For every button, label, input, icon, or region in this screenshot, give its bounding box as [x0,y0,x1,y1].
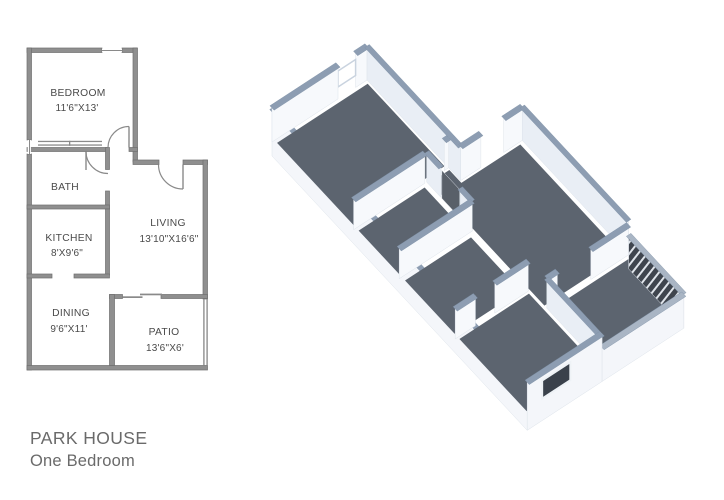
plan-wall [26,47,103,53]
wall-cap [626,233,687,296]
plan-wall [73,273,110,279]
room-labels: BEDROOM 11'6"X13' BATH KITCHEN 8'X9'6" L… [45,88,198,354]
floor-kitchen [405,237,521,334]
wall-cap [492,258,531,286]
room-label-living: LIVING [150,218,186,229]
room-dims-living: 13'10"X16'6" [140,234,199,245]
plan-title: PARK HOUSE [30,428,147,448]
room-label-patio: PATIO [149,327,180,338]
room-label-kitchen: KITCHEN [45,233,92,244]
plan-subtitle: One Bedroom [30,452,135,470]
plan-wall [26,147,109,152]
plan-wall [202,159,208,300]
room-dims-patio: 13'6"X6' [146,343,184,354]
room-label-dining: DINING [52,308,90,319]
room-dims-dining: 9'6"X11' [50,324,87,335]
wall-cap [353,43,370,56]
plan-wall [26,365,208,371]
plan-wall [26,204,110,210]
room-label-bedroom: BEDROOM [50,88,105,99]
plan-window-line [29,140,30,154]
plan-railing [203,299,205,366]
plan-sliding-door [122,296,143,298]
wall-cap [396,198,475,252]
floor-bath [358,187,467,276]
plan-wall [128,147,138,152]
plan-door-arc [85,151,109,175]
room-label-bath: BATH [51,182,79,193]
plan-wall [132,47,138,163]
floorplan-3d [269,43,687,431]
wall-cap [452,293,478,312]
wall-cap [524,331,605,385]
plan-window-line [102,50,122,51]
wall-cap [351,150,428,203]
room-dims-kitchen: 8'X9'6" [51,248,83,259]
room-dims-bedroom: 11'6"X13' [56,103,99,114]
plan-wall [105,147,110,170]
floor-living [430,144,623,306]
plan-door-arc [157,164,184,190]
plan-wall [26,47,32,141]
wall-cap [424,150,444,170]
wall-cap [519,104,632,223]
plan-closet-line [69,140,71,146]
wall-cap [441,135,452,144]
plan-wall [26,273,53,279]
plan-railing [206,299,208,366]
plan-wall [105,208,110,276]
wall-cap [544,276,605,340]
plan-title-block: PARK HOUSE One Bedroom [30,428,147,470]
plan-wall [160,294,208,299]
plan-wall [132,159,160,165]
plan-sliding-door [140,293,162,296]
bedroom-window [337,58,357,89]
plan-door-arc [107,125,130,148]
plan-wall [109,294,115,366]
wall-cap [269,62,341,111]
plan-wall [26,153,32,371]
dining-window [541,360,572,401]
wall-cap [458,130,484,150]
floorplan-2d [26,47,208,371]
wall-cap [501,103,525,121]
wall-cap [457,186,475,203]
wall-cap [588,222,632,253]
